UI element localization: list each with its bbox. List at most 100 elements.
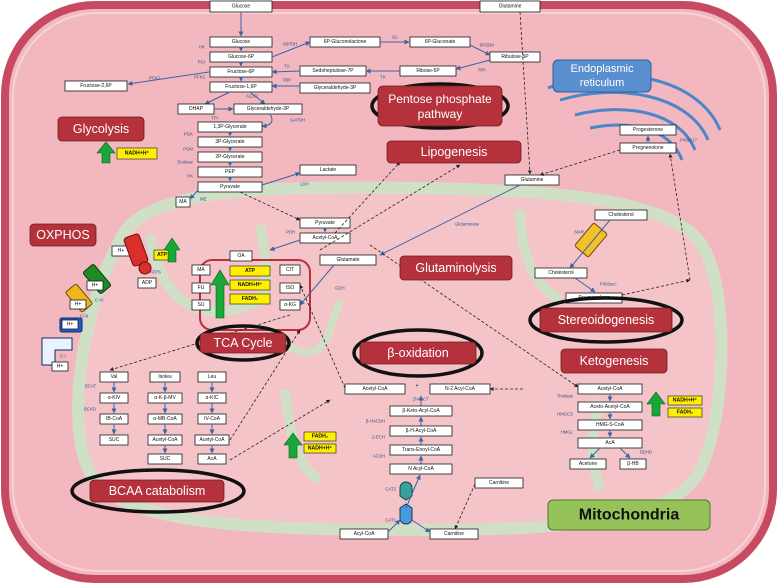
bcaa-ivcoa: IV-CoA bbox=[204, 416, 221, 422]
bcaa-akic: α-KIC bbox=[206, 395, 219, 401]
pentose-phosphate-pathway: 6P-Gluconolactone G6PDH 6P-Gluconate GL … bbox=[271, 35, 541, 94]
bcaa-suc-1: SUC bbox=[109, 437, 120, 443]
c-iv-label: C-IV bbox=[95, 298, 104, 303]
glycolysis-nadh-badge bbox=[116, 147, 158, 160]
pyruvate-cyto: Pyruvate bbox=[220, 184, 240, 190]
lactate-box bbox=[299, 164, 357, 176]
progesterone: Progesterone bbox=[633, 127, 663, 133]
tca-fu: FU bbox=[198, 285, 205, 291]
suc1-box bbox=[99, 434, 129, 446]
beta-n2-acyl-coa: N-2 Acyl-CoA bbox=[445, 386, 476, 392]
er-label bbox=[552, 59, 652, 93]
glycolysis-nadh: NADH+H⁺ bbox=[125, 151, 150, 157]
enzyme-pgm: PGM bbox=[183, 147, 193, 152]
complex-i bbox=[41, 337, 73, 366]
enzyme-hk: HK bbox=[199, 45, 205, 50]
ribulose-5p: Ribulose-5P bbox=[501, 54, 529, 60]
p450scc-label: P450scc bbox=[600, 282, 617, 287]
ppp-glyceraldehyde-3p: Glyceraldehyde-3P bbox=[314, 85, 357, 91]
su-box bbox=[191, 299, 211, 311]
cell-inner-border bbox=[12, 12, 766, 572]
cholesterol-out-box bbox=[594, 209, 648, 221]
ma-cyto-box bbox=[175, 196, 191, 208]
beta-label-box bbox=[359, 341, 477, 365]
pyruvate-box bbox=[197, 181, 263, 193]
ketogenesis-label-box bbox=[560, 348, 668, 374]
enzyme-pk: PK bbox=[187, 174, 193, 179]
p450c17-label: P450c17 bbox=[680, 138, 698, 143]
adp-box bbox=[137, 277, 157, 289]
tca-ma: MA bbox=[197, 267, 205, 273]
gluconolactone: 6P-Gluconolactone bbox=[324, 39, 367, 45]
cat2-label: CAT2 bbox=[385, 487, 396, 492]
atp-synthase-head bbox=[138, 261, 152, 275]
beta-oxidation-pathway: Acetyl-CoA + N-2 Acyl-CoA β-KACT β-Keto-… bbox=[283, 383, 524, 540]
enzyme-me: ME bbox=[200, 197, 207, 202]
glutamate: Glutamate bbox=[336, 257, 359, 263]
hplus-box bbox=[51, 361, 69, 372]
tca-fadh2: FADH₂ bbox=[242, 296, 259, 302]
lactate: Lactate bbox=[320, 167, 337, 173]
fructose-1-6p: Fructose-1,6P bbox=[225, 84, 257, 90]
tca-ring bbox=[195, 324, 291, 362]
star-label: StAR bbox=[574, 230, 584, 235]
glucose: Glucose bbox=[232, 39, 251, 45]
suc2-box bbox=[147, 453, 183, 465]
glycolysis-label-box bbox=[57, 116, 145, 142]
gluconate-box bbox=[409, 36, 471, 48]
hplus-5: H+ bbox=[57, 364, 64, 370]
enzyme-fbp: FBP bbox=[283, 78, 291, 83]
tca-label: TCA Cycle bbox=[213, 336, 272, 350]
beta-oxidation-label: β-oxidation bbox=[387, 346, 448, 360]
tca-label-box bbox=[199, 332, 287, 354]
ribose-5p: Ribose-5P bbox=[416, 68, 440, 74]
ppp-label-line1: Pentose phosphate bbox=[388, 92, 492, 106]
g3p-box bbox=[233, 103, 303, 115]
hplus-3: H+ bbox=[75, 302, 82, 308]
ma-box bbox=[191, 264, 211, 276]
beta-n-acyl-coa: N Acyl-CoA bbox=[408, 466, 434, 472]
keto-up-arrow bbox=[646, 391, 666, 417]
mitochondria-label-box bbox=[547, 499, 711, 531]
beta-ring bbox=[352, 328, 484, 378]
tca-su: SU bbox=[198, 302, 205, 308]
adp: ADP bbox=[142, 280, 153, 286]
beta-nadh-badge bbox=[303, 443, 337, 454]
beta-up-arrow bbox=[283, 432, 303, 459]
f26bp-box bbox=[64, 80, 128, 92]
sedoheptulose-7p: Sedoheptulose-7P bbox=[312, 68, 354, 74]
stereoidogenesis-label: Stereoidogenesis bbox=[558, 313, 655, 327]
ketoacyl-box bbox=[389, 405, 453, 417]
tca-akg: α-KG bbox=[284, 302, 296, 308]
dhap: DHAP bbox=[189, 106, 204, 112]
ppp-ring bbox=[370, 82, 510, 130]
enzyme-g6pdh: G6PDH bbox=[283, 42, 298, 47]
keto-acetone: Acetone bbox=[579, 461, 598, 467]
gluconate: 6P-Gluconate bbox=[425, 39, 456, 45]
star-transporter bbox=[574, 223, 608, 257]
tca-nadh-badge bbox=[229, 279, 271, 291]
enzyme-tk: TK bbox=[380, 75, 386, 80]
glycolysis-pathway: Glucose Glucose HK Glucose-6P PGI Fructo… bbox=[64, 0, 357, 208]
er-label-line1: Endoplasmic bbox=[571, 63, 634, 75]
lipogenesis-label-box bbox=[386, 140, 522, 164]
crista bbox=[515, 209, 563, 305]
enzyme-rpi: RPI bbox=[478, 68, 485, 73]
glyceraldehyde-3p: Glyceraldehyde-3P bbox=[247, 106, 290, 112]
enoyl-box bbox=[389, 444, 453, 456]
beta-acetylcoa-box bbox=[344, 383, 406, 395]
bcaa-label-box bbox=[89, 479, 225, 503]
acyl-coa-bottom: Acyl-CoA bbox=[354, 531, 376, 537]
glutamine: Glutamine bbox=[521, 177, 544, 183]
oxphos-complexes: H+ ATPS ATP ADP C-IV H+ C-III H+ C-II H+… bbox=[41, 233, 181, 372]
enzyme-pfk1: PFK1 bbox=[194, 75, 205, 80]
crista bbox=[145, 224, 271, 317]
carnitine-bottom: Carnitine bbox=[444, 531, 464, 537]
bcaa-label: BCAA catabolism bbox=[109, 484, 206, 498]
keto-aca: AcA bbox=[605, 440, 615, 446]
bcaa-akmv: α-K-β-MV bbox=[154, 395, 176, 401]
endoplasmic-reticulum: Endoplasmic reticulum bbox=[547, 59, 722, 161]
cholesterol-in: Cholesterol bbox=[548, 270, 573, 276]
